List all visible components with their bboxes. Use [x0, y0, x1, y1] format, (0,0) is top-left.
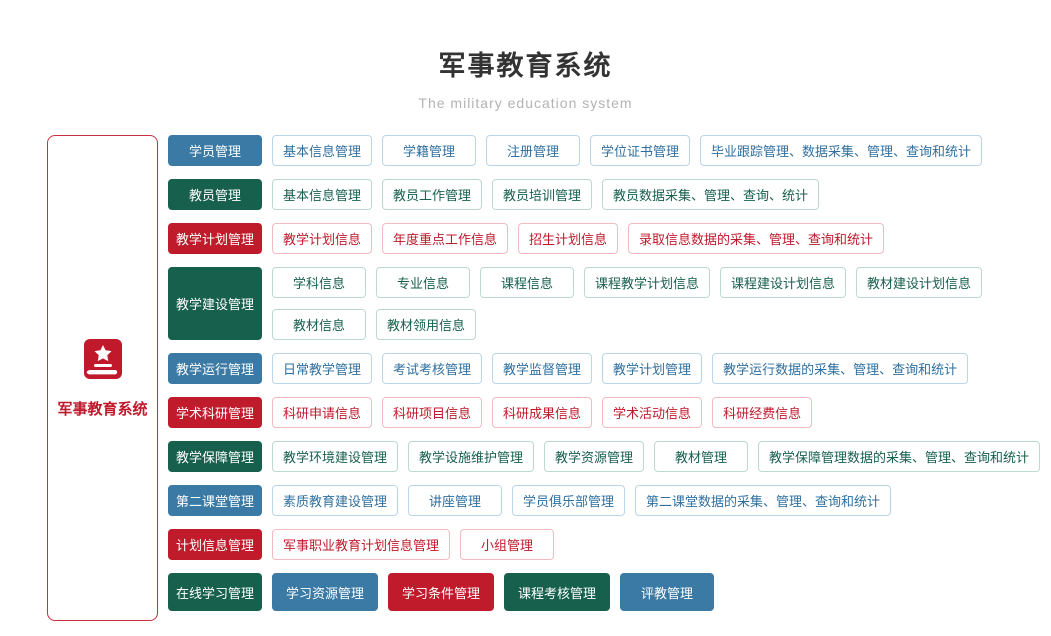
category-button[interactable]: 教学保障管理: [168, 441, 262, 472]
sub-item-button[interactable]: 教学监督管理: [492, 353, 593, 384]
page-header: 军事教育系统 The military education system: [0, 0, 1051, 111]
sub-item-button[interactable]: 录取信息数据的采集、管理、查询和统计: [628, 223, 885, 254]
sub-item-button[interactable]: 教材管理: [654, 441, 749, 472]
row-lines: 日常教学管理考试考核管理教学监督管理教学计划管理教学运行数据的采集、管理、查询和…: [272, 353, 969, 384]
sub-item-button[interactable]: 学术活动信息: [602, 397, 703, 428]
sub-item-button[interactable]: 科研经费信息: [712, 397, 813, 428]
category-button[interactable]: 学术科研管理: [168, 397, 262, 428]
category-button[interactable]: 教学运行管理: [168, 353, 262, 384]
sub-item-button[interactable]: 教员工作管理: [382, 179, 483, 210]
category-button[interactable]: 在线学习管理: [168, 573, 262, 611]
module-rows: 学员管理基本信息管理学籍管理注册管理学位证书管理毕业跟踪管理、数据采集、管理、查…: [168, 135, 1041, 621]
row-line: 日常教学管理考试考核管理教学监督管理教学计划管理教学运行数据的采集、管理、查询和…: [272, 353, 969, 384]
page-subtitle: The military education system: [418, 95, 633, 111]
sub-item-button[interactable]: 学习条件管理: [388, 573, 495, 611]
sub-item-button[interactable]: 教学保障管理数据的采集、管理、查询和统计: [758, 441, 1041, 472]
sub-item-button[interactable]: 学籍管理: [382, 135, 477, 166]
row-lines: 学习资源管理学习条件管理课程考核管理评教管理: [272, 573, 715, 611]
category-button[interactable]: 教学建设管理: [168, 267, 262, 340]
sub-item-button[interactable]: 科研申请信息: [272, 397, 373, 428]
row-line: 基本信息管理学籍管理注册管理学位证书管理毕业跟踪管理、数据采集、管理、查询和统计: [272, 135, 983, 166]
sub-item-button[interactable]: 课程信息: [480, 267, 574, 298]
sub-item-button[interactable]: 年度重点工作信息: [382, 223, 509, 254]
row-line: 教材信息教材领用信息: [272, 309, 982, 340]
sub-item-button[interactable]: 基本信息管理: [272, 135, 373, 166]
row-line: 科研申请信息科研项目信息科研成果信息学术活动信息科研经费信息: [272, 397, 813, 428]
sub-item-button[interactable]: 专业信息: [376, 267, 470, 298]
main-area: 军事教育系统 学员管理基本信息管理学籍管理注册管理学位证书管理毕业跟踪管理、数据…: [47, 135, 1051, 621]
sub-item-button[interactable]: 课程建设计划信息: [720, 267, 847, 298]
sub-item-button[interactable]: 小组管理: [460, 529, 555, 560]
row-line: 军事职业教育计划信息管理小组管理: [272, 529, 555, 560]
page-title: 军事教育系统: [438, 51, 613, 81]
sub-item-button[interactable]: 教学环境建设管理: [272, 441, 399, 472]
system-root-label: 军事教育系统: [57, 401, 148, 418]
category-button[interactable]: 教员管理: [168, 179, 262, 210]
row-line: 教学计划信息年度重点工作信息招生计划信息录取信息数据的采集、管理、查询和统计: [272, 223, 885, 254]
sub-item-button[interactable]: 考试考核管理: [382, 353, 483, 384]
module-row: 教学建设管理学科信息专业信息课程信息课程教学计划信息课程建设计划信息教材建设计划…: [168, 267, 1040, 340]
sub-item-button[interactable]: 基本信息管理: [272, 179, 373, 210]
sub-item-button[interactable]: 评教管理: [620, 573, 715, 611]
sub-item-button[interactable]: 注册管理: [486, 135, 581, 166]
sub-item-button[interactable]: 第二课堂数据的采集、管理、查询和统计: [635, 485, 892, 516]
module-row: 教学运行管理日常教学管理考试考核管理教学监督管理教学计划管理教学运行数据的采集、…: [168, 353, 1040, 384]
system-root-panel: 军事教育系统: [47, 135, 158, 621]
row-line: 基本信息管理教员工作管理教员培训管理教员数据采集、管理、查询、统计: [272, 179, 820, 210]
category-button[interactable]: 计划信息管理: [168, 529, 262, 560]
sub-item-button[interactable]: 讲座管理: [408, 485, 503, 516]
category-button[interactable]: 教学计划管理: [168, 223, 262, 254]
row-lines: 基本信息管理学籍管理注册管理学位证书管理毕业跟踪管理、数据采集、管理、查询和统计: [272, 135, 983, 166]
row-line: 教学环境建设管理教学设施维护管理教学资源管理教材管理教学保障管理数据的采集、管理…: [272, 441, 1041, 472]
sub-item-button[interactable]: 教材信息: [272, 309, 366, 340]
sub-item-button[interactable]: 毕业跟踪管理、数据采集、管理、查询和统计: [700, 135, 983, 166]
sub-item-button[interactable]: 学员俱乐部管理: [512, 485, 626, 516]
module-row: 计划信息管理军事职业教育计划信息管理小组管理: [168, 529, 1040, 560]
module-row: 学员管理基本信息管理学籍管理注册管理学位证书管理毕业跟踪管理、数据采集、管理、查…: [168, 135, 1040, 166]
sub-item-button[interactable]: 教材建设计划信息: [856, 267, 983, 298]
sub-item-button[interactable]: 教学计划管理: [602, 353, 703, 384]
module-row: 教学保障管理教学环境建设管理教学设施维护管理教学资源管理教材管理教学保障管理数据…: [168, 441, 1041, 472]
row-lines: 科研申请信息科研项目信息科研成果信息学术活动信息科研经费信息: [272, 397, 813, 428]
module-row: 教学计划管理教学计划信息年度重点工作信息招生计划信息录取信息数据的采集、管理、查…: [168, 223, 1040, 254]
sub-item-button[interactable]: 教员数据采集、管理、查询、统计: [602, 179, 820, 210]
sub-item-button[interactable]: 教学设施维护管理: [408, 441, 535, 472]
row-line: 素质教育建设管理讲座管理学员俱乐部管理第二课堂数据的采集、管理、查询和统计: [272, 485, 892, 516]
sub-item-button[interactable]: 学科信息: [272, 267, 366, 298]
category-button[interactable]: 第二课堂管理: [168, 485, 262, 516]
sub-item-button[interactable]: 日常教学管理: [272, 353, 373, 384]
sub-item-button[interactable]: 招生计划信息: [518, 223, 619, 254]
sub-item-button[interactable]: 素质教育建设管理: [272, 485, 399, 516]
row-lines: 军事职业教育计划信息管理小组管理: [272, 529, 555, 560]
sub-item-button[interactable]: 科研成果信息: [492, 397, 593, 428]
sub-item-button[interactable]: 军事职业教育计划信息管理: [272, 529, 451, 560]
module-row: 第二课堂管理素质教育建设管理讲座管理学员俱乐部管理第二课堂数据的采集、管理、查询…: [168, 485, 1040, 516]
sub-item-button[interactable]: 教材领用信息: [376, 309, 477, 340]
book-star-icon: [81, 337, 125, 386]
row-lines: 素质教育建设管理讲座管理学员俱乐部管理第二课堂数据的采集、管理、查询和统计: [272, 485, 892, 516]
row-lines: 学科信息专业信息课程信息课程教学计划信息课程建设计划信息教材建设计划信息教材信息…: [272, 267, 983, 340]
category-button[interactable]: 学员管理: [168, 135, 262, 166]
row-line: 学习资源管理学习条件管理课程考核管理评教管理: [272, 573, 715, 611]
row-lines: 教学计划信息年度重点工作信息招生计划信息录取信息数据的采集、管理、查询和统计: [272, 223, 885, 254]
row-lines: 教学环境建设管理教学设施维护管理教学资源管理教材管理教学保障管理数据的采集、管理…: [272, 441, 1041, 472]
sub-item-button[interactable]: 教员培训管理: [492, 179, 593, 210]
sub-item-button[interactable]: 学习资源管理: [272, 573, 379, 611]
sub-item-button[interactable]: 学位证书管理: [590, 135, 691, 166]
sub-item-button[interactable]: 课程教学计划信息: [584, 267, 711, 298]
module-row: 学术科研管理科研申请信息科研项目信息科研成果信息学术活动信息科研经费信息: [168, 397, 1040, 428]
sub-item-button[interactable]: 科研项目信息: [382, 397, 483, 428]
sub-item-button[interactable]: 教学资源管理: [544, 441, 645, 472]
sub-item-button[interactable]: 课程考核管理: [504, 573, 611, 611]
sub-item-button[interactable]: 教学计划信息: [272, 223, 373, 254]
module-row: 教员管理基本信息管理教员工作管理教员培训管理教员数据采集、管理、查询、统计: [168, 179, 1040, 210]
sub-item-button[interactable]: 教学运行数据的采集、管理、查询和统计: [712, 353, 969, 384]
row-lines: 基本信息管理教员工作管理教员培训管理教员数据采集、管理、查询、统计: [272, 179, 820, 210]
row-line: 学科信息专业信息课程信息课程教学计划信息课程建设计划信息教材建设计划信息: [272, 267, 983, 298]
module-row: 在线学习管理学习资源管理学习条件管理课程考核管理评教管理: [168, 573, 1040, 611]
